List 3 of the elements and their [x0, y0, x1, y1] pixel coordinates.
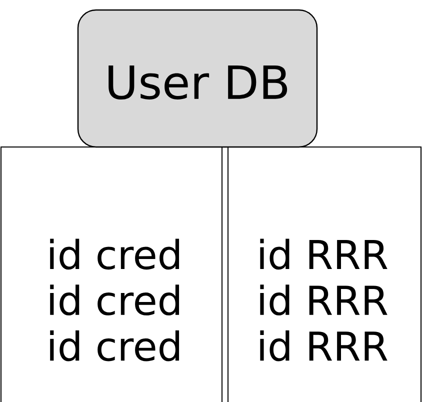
database-box: User DB — [77, 9, 318, 148]
table-column: id cred id cred id cred — [0, 146, 222, 402]
table-column: id RRR id RRR id RRR — [228, 146, 422, 402]
